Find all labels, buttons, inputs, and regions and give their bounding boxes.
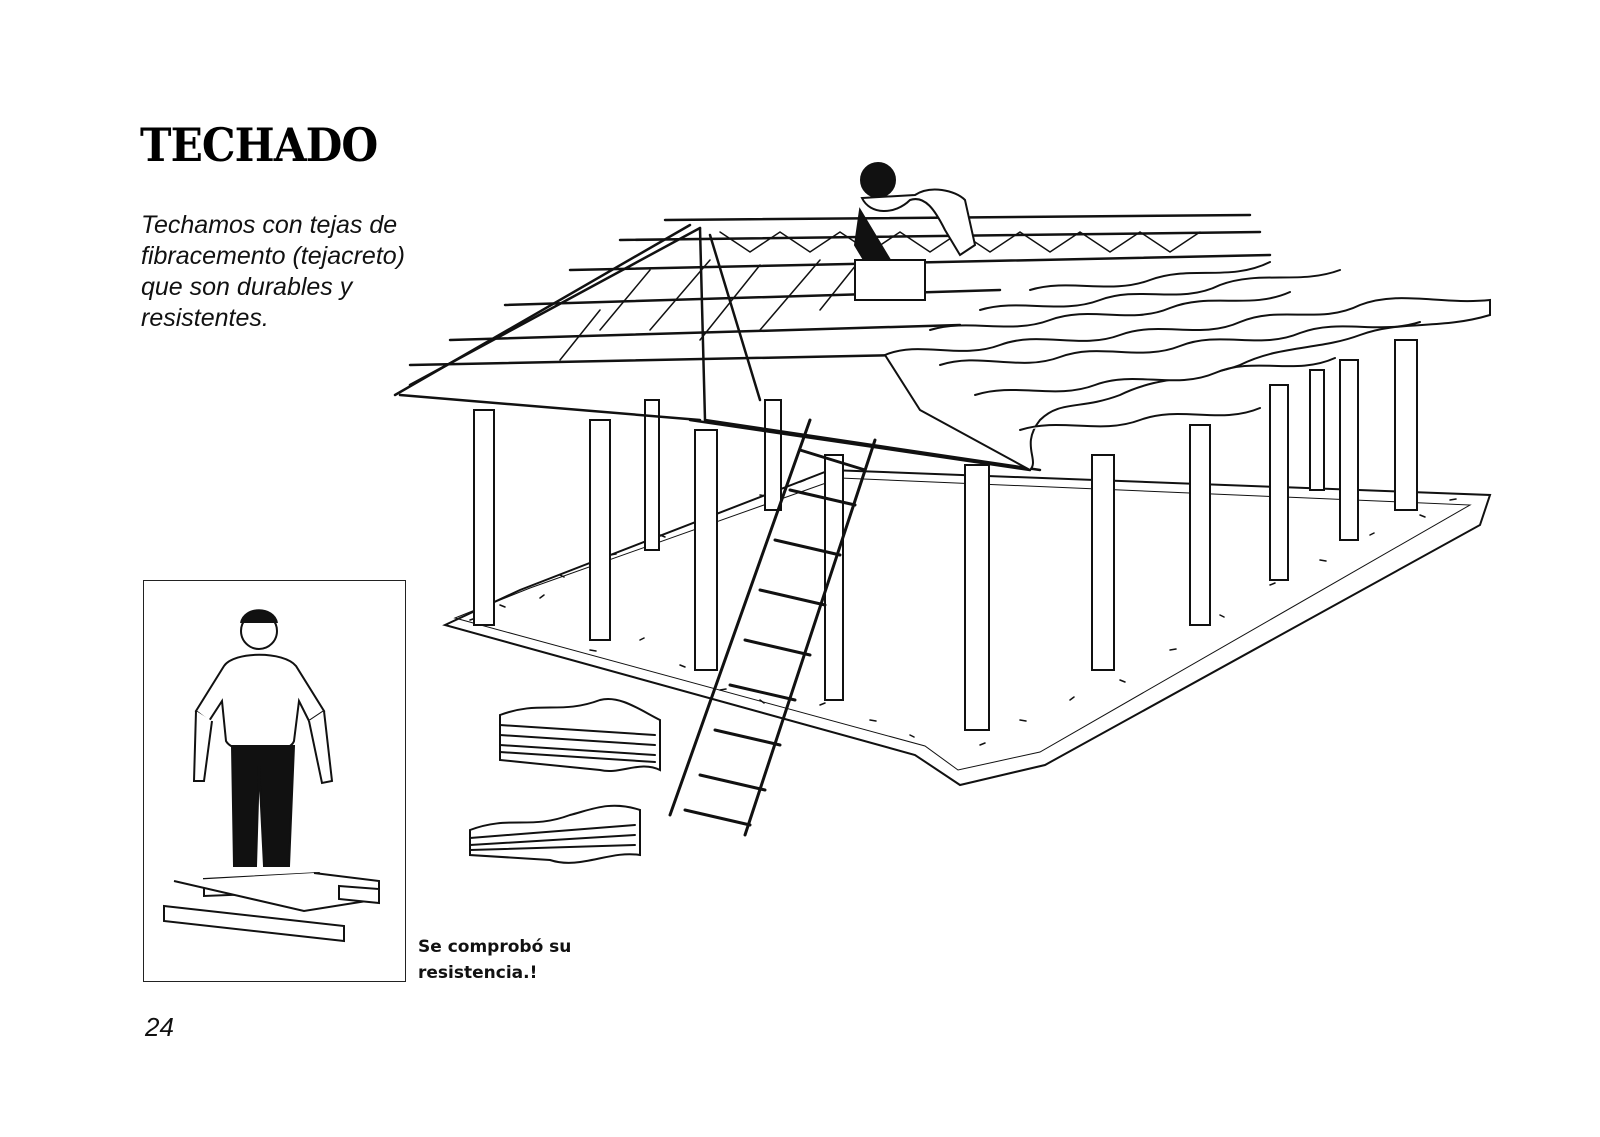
body-line: Techamos con tejas de	[141, 211, 398, 239]
posts	[473, 339, 1418, 731]
body-text: Techamos con tejas de fibracemento (teja…	[141, 210, 451, 334]
ladder-icon	[668, 418, 877, 837]
page-title: TECHADO	[140, 118, 378, 172]
roof-frame	[393, 213, 1272, 472]
roof-worker	[853, 162, 977, 301]
inset-caption: Se comprobó su resistencia.!	[418, 934, 571, 986]
body-line: resistentes.	[141, 304, 269, 332]
caption-line: resistencia.!	[418, 963, 538, 983]
roof-tiles	[883, 261, 1491, 472]
inset-frame	[143, 580, 406, 982]
man-standing-on-tile-illustration	[163, 609, 380, 943]
page-number: 24	[145, 1012, 174, 1042]
body-line: fibracemento (tejacreto)	[141, 242, 406, 270]
caption-line: Se comprobó su	[418, 937, 572, 957]
stacked-roof-tiles	[469, 698, 661, 864]
body-line: que son durables y	[141, 273, 353, 301]
